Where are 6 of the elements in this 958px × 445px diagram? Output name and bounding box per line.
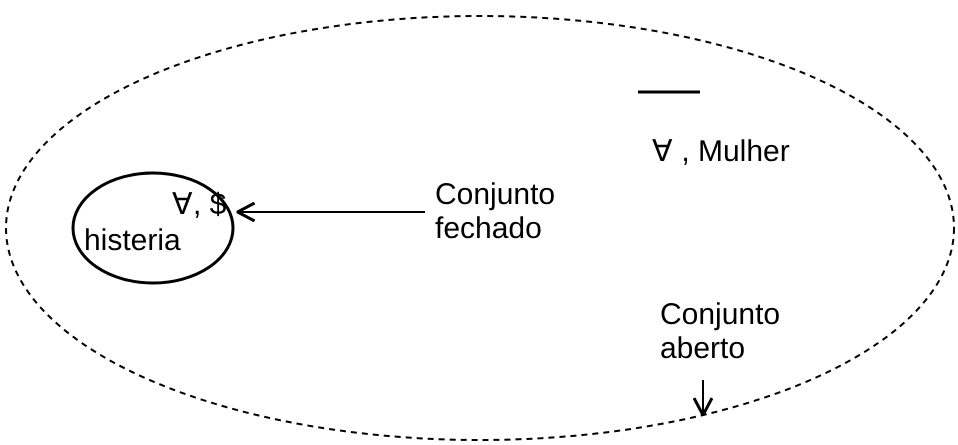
arrow [236,202,425,222]
set-label: Conjunto fechado [435,178,625,248]
arrow [692,380,714,417]
set-label: Conjunto aberto [660,298,810,368]
set-label: histeria [84,224,181,258]
set-label: ∀ , Mulher [652,135,790,169]
